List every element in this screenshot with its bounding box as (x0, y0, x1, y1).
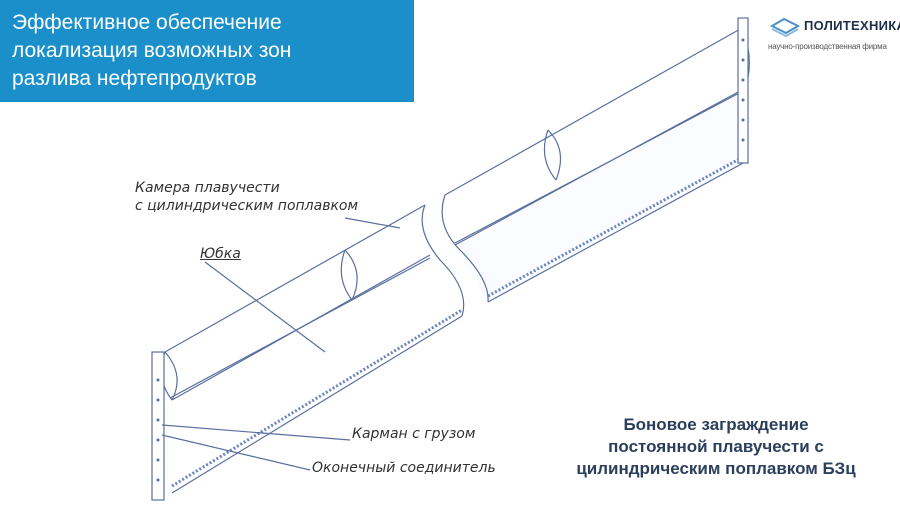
caption-line: постоянной плавучести с (608, 437, 824, 456)
caption-line: цилиндрическим поплавком БЗц (576, 459, 856, 478)
title-line: локализация возможных зон (12, 39, 292, 62)
title-line: Эффективное обеспечение (12, 11, 282, 34)
title-line: разлива нефтепродуктов (12, 67, 257, 90)
leader-lines (161, 217, 401, 471)
logo-name: ПОЛИТЕХНИКА (804, 18, 900, 33)
float-segment-ends (160, 27, 750, 401)
end-connector-left (151, 351, 165, 501)
weight-pocket (171, 154, 746, 488)
caption-line: Боновое заграждение (623, 415, 809, 434)
logo-icon (770, 17, 800, 38)
float-segment-ends (164, 129, 562, 401)
connector-holes (156, 38, 745, 482)
diagram-caption: Боновое заграждение постоянной плавучест… (540, 414, 892, 480)
label-float-chamber-2: с цилиндрическим поплавком (135, 198, 359, 214)
title-banner: Эффективное обеспечение локализация возм… (0, 0, 414, 102)
break-line (421, 194, 489, 317)
company-logo: ПОЛИТЕХНИКА научно-производственная фирм… (768, 14, 900, 56)
label-end-connector: Оконечный соединитель (312, 460, 496, 476)
logo-subtitle: научно-производственная фирма (768, 42, 887, 51)
label-skirt: Юбка (200, 246, 241, 262)
float-cylinder (164, 27, 746, 401)
label-weight-pocket: Карман с грузом (352, 426, 476, 442)
label-float-chamber: Камера плавучести (135, 180, 280, 196)
end-connector-right (737, 17, 749, 164)
